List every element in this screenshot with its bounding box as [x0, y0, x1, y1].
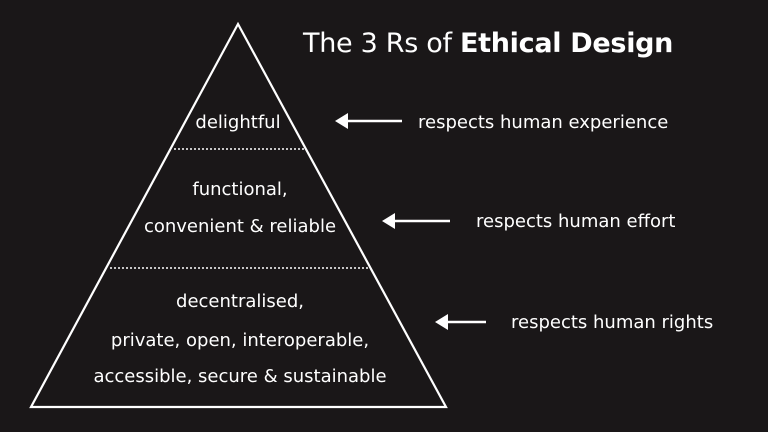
tier-3-line-3: accessible, secure & sustainable — [93, 366, 387, 387]
respects-label-rights: respects human rights — [511, 312, 714, 333]
respects-label-effort: respects human effort — [476, 211, 676, 232]
slide-title: The 3 Rs of Ethical Design — [303, 28, 673, 59]
tier-2-line-1: functional, — [192, 179, 288, 200]
respects-label-experience: respects human experience — [418, 112, 669, 133]
title-emphasis: Ethical Design — [460, 28, 674, 59]
pyramid-outline — [29, 21, 448, 409]
title-prefix: The 3 Rs of — [303, 28, 452, 59]
tier-2-line-2: convenient & reliable — [143, 216, 337, 237]
tier-1-line-1: delightful — [195, 112, 281, 133]
arrow-left-icon — [335, 113, 402, 129]
tier-3-line-2: private, open, interoperable, — [110, 330, 370, 351]
arrow-left-icon — [382, 213, 450, 229]
tier-3-line-1: decentralised, — [176, 291, 304, 312]
arrow-left-icon — [435, 314, 486, 330]
